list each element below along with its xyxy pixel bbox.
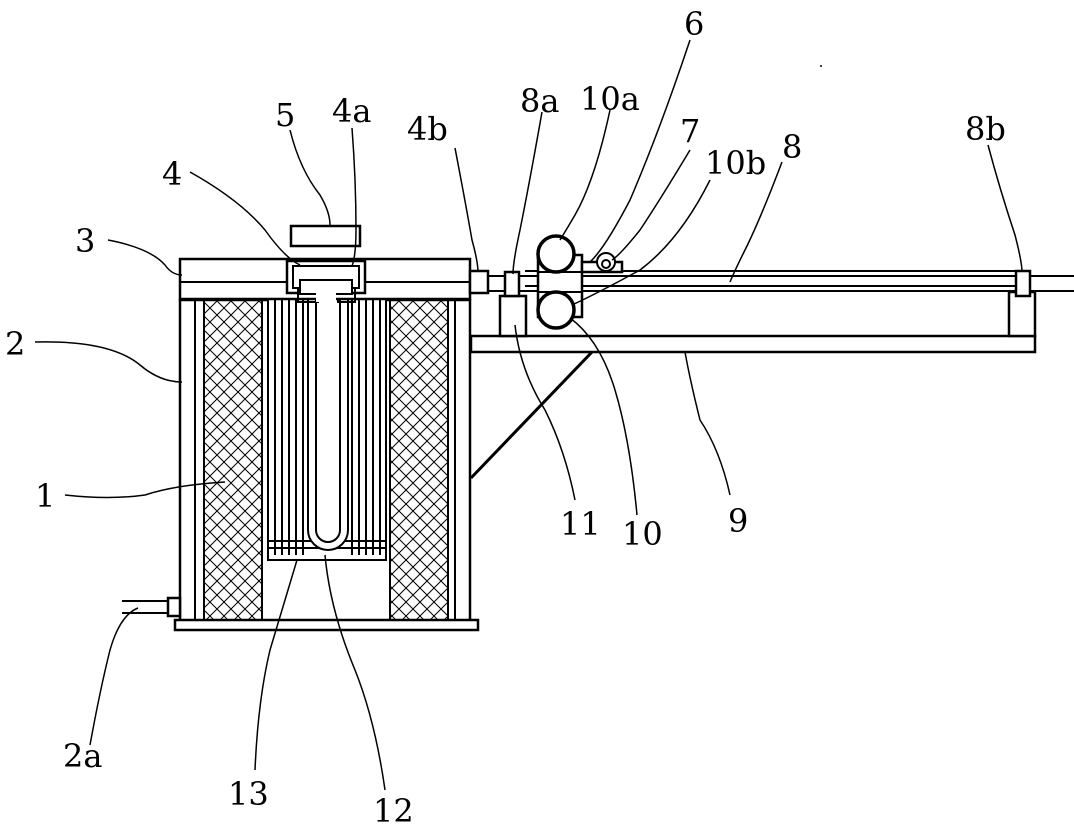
reference-labels: 1 2 2a 3 4 4a 4b 5 6 7 8 8a 8b 9 10 10a … [5,5,1006,830]
label-12: 12 [373,792,414,830]
label-4a: 4a [332,92,371,130]
stray-mark [820,65,822,67]
label-8a: 8a [520,82,559,120]
support-block-left [500,296,526,336]
support-bracket [471,336,1035,478]
label-10: 10 [622,515,663,553]
roller-assembly [538,236,582,328]
label-8b: 8b [965,110,1006,148]
crucible-tube [308,298,348,550]
label-4b: 4b [407,110,448,148]
label-2a: 2a [63,737,102,775]
top-cap [291,226,360,246]
label-11: 11 [560,505,601,543]
rail-block-8a [505,272,519,296]
label-10b: 10b [705,144,766,182]
label-6: 6 [684,5,704,43]
label-13: 13 [228,775,269,813]
outlet-pipe [122,598,180,616]
motor-bracket [582,253,622,272]
label-9: 9 [728,502,748,540]
label-3: 3 [75,222,95,260]
label-1: 1 [35,477,55,515]
label-8: 8 [782,128,802,166]
rail-block-8b [1016,271,1030,296]
label-5: 5 [275,96,295,134]
label-2: 2 [5,325,25,363]
label-4: 4 [162,155,182,193]
label-7: 7 [680,112,700,150]
base-plate [175,620,478,630]
label-10a: 10a [580,80,640,118]
support-block-right [1009,292,1035,336]
connector-4b [470,271,488,293]
